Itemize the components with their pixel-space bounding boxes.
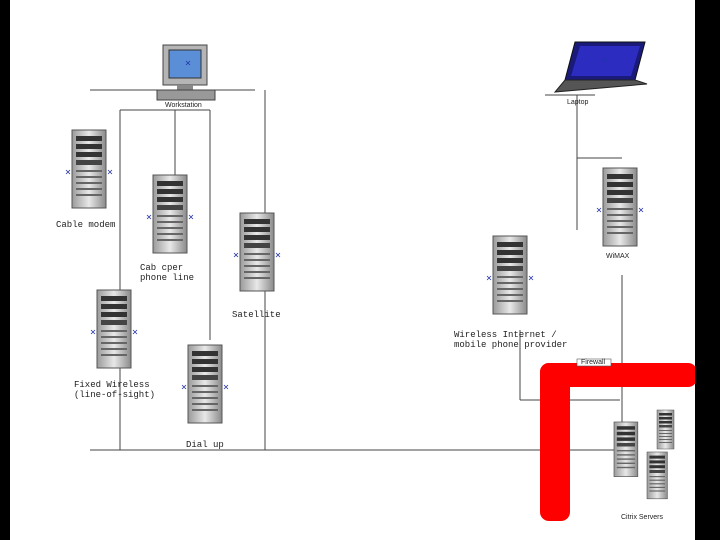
wireless-provider-label: Wireless Internet / mobile phone provide…: [454, 330, 568, 350]
fixed-wireless-label: Fixed Wireless (line-of-sight): [74, 380, 156, 400]
cable-modem-server: [65, 129, 113, 209]
satellite-server: [233, 212, 281, 292]
fixed-wireless-server: [90, 289, 138, 369]
dialup-label: Dial up: [186, 440, 224, 450]
workstation-icon: [156, 44, 216, 101]
copper-phone-line-label: Cab cper phone line: [140, 263, 195, 283]
dialup-server: [181, 344, 229, 424]
citrix-server-2: [656, 409, 675, 450]
wimax-label: WiMAX: [606, 253, 630, 260]
satellite-label: Satellite: [232, 310, 281, 320]
copper-line-server: [146, 174, 194, 254]
diagram-canvas: Workstation Laptop Cable modem Cab cper …: [10, 0, 695, 540]
wimax-server: [596, 167, 644, 247]
network-diagram: [65, 41, 695, 521]
workstation-label: Workstation: [165, 102, 202, 109]
citrix-servers-label: Citrix Servers: [621, 514, 664, 521]
wireless-provider-server: [486, 235, 534, 315]
laptop-label: Laptop: [567, 99, 589, 106]
firewall-shape: [540, 363, 695, 521]
cable-modem-label: Cable modem: [56, 220, 116, 230]
citrix-server-3: [646, 451, 668, 500]
citrix-server-1: [613, 421, 639, 477]
laptop-icon: [553, 41, 648, 93]
firewall-label: Firewall: [581, 359, 606, 366]
firewall-label-box: [576, 358, 612, 367]
